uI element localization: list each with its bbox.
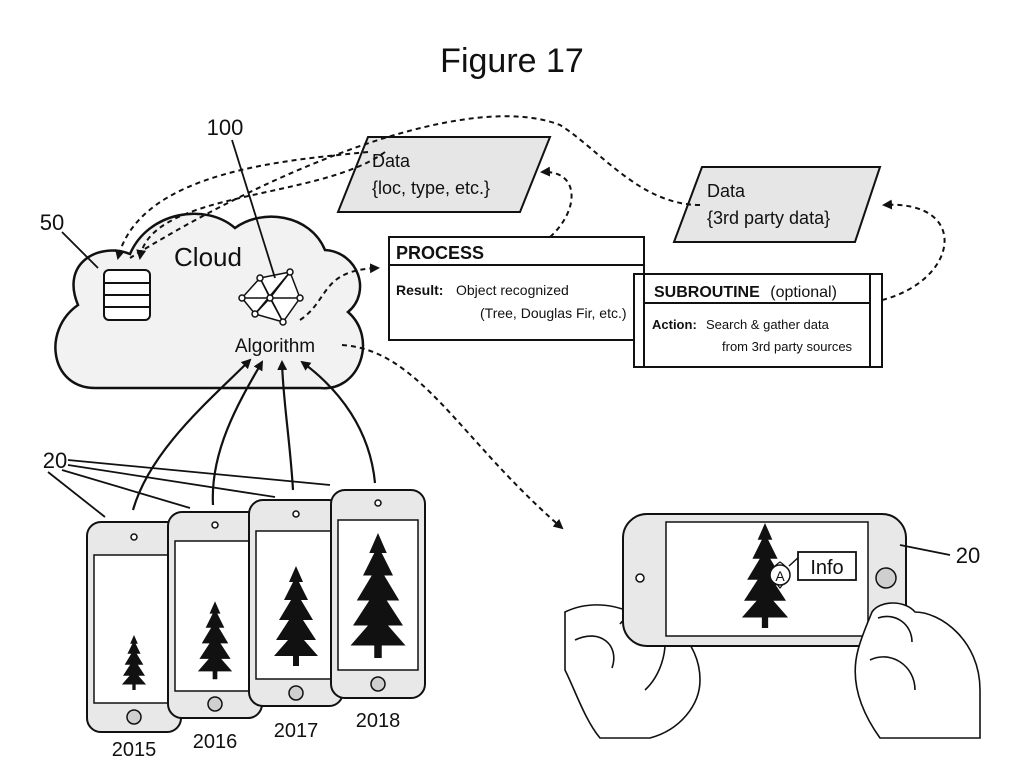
figure-title: Figure 17 (440, 42, 584, 80)
process-result-line1: Object recognized (456, 282, 569, 298)
database-icon (103, 269, 151, 321)
process-box: PROCESS Result: Object recognized (Tree,… (388, 236, 645, 341)
ref-20-landscape: 20 (956, 543, 980, 568)
year-label-2016: 2016 (193, 731, 238, 753)
ref-20-leaders (47, 459, 331, 518)
data-box-location-title: Data (372, 151, 411, 171)
phone-2015 (86, 521, 182, 733)
phone-2018 (330, 489, 426, 699)
year-label-2015: 2015 (112, 739, 157, 761)
year-label-2018: 2018 (356, 710, 401, 732)
location-pin-icon: A (769, 561, 791, 589)
arrow-algorithm-to-process (299, 263, 380, 321)
data-box-location-fields: {loc, type, etc.} (372, 178, 490, 198)
arrow-process-to-data1 (540, 166, 573, 238)
arrow-data1-to-db (115, 151, 369, 260)
ref-20: 20 (43, 448, 67, 473)
phone-2017 (248, 499, 344, 707)
data-box-third-party-fields: {3rd party data} (707, 208, 830, 228)
flow-arrows (115, 115, 946, 530)
ref-50-leader (61, 231, 99, 269)
subroutine-action-line2: from 3rd party sources (722, 339, 853, 354)
ref-100-leader (231, 139, 276, 279)
pin-label: A (775, 568, 785, 584)
ref-20-landscape-leader (899, 544, 951, 556)
ref-50: 50 (40, 210, 64, 235)
ref-100: 100 (207, 115, 244, 140)
cloud-label: Cloud (174, 242, 242, 272)
cloud-shape (54, 212, 365, 390)
process-header: PROCESS (396, 243, 484, 263)
phone-2016 (167, 511, 263, 719)
data-box-third-party-title: Data (707, 181, 746, 201)
subroutine-action-line1: Search & gather data (706, 317, 830, 332)
info-box (797, 551, 857, 581)
right-hand-illustration (854, 602, 981, 739)
data-box-third-party (672, 166, 882, 243)
arrow-algorithm-to-landscape-phone (341, 344, 564, 530)
upload-arrows (131, 358, 377, 511)
subroutine-action-label: Action: (652, 317, 697, 332)
landscape-phone: A Info (564, 513, 981, 739)
subroutine-header: SUBROUTINE (optional) (654, 284, 837, 301)
neural-network-icon (238, 268, 304, 326)
subroutine-box: SUBROUTINE (optional) Action: Search & g… (633, 273, 883, 368)
year-label-2017: 2017 (274, 720, 319, 742)
arrow-subroutine-to-data2 (881, 199, 946, 301)
algorithm-label: Algorithm (235, 336, 315, 357)
arrow-data2-to-db (129, 115, 701, 259)
process-result-line2: (Tree, Douglas Fir, etc.) (480, 305, 627, 321)
info-label: Info (810, 557, 843, 579)
process-result-label: Result: (396, 282, 443, 298)
data-box-location (336, 136, 552, 213)
